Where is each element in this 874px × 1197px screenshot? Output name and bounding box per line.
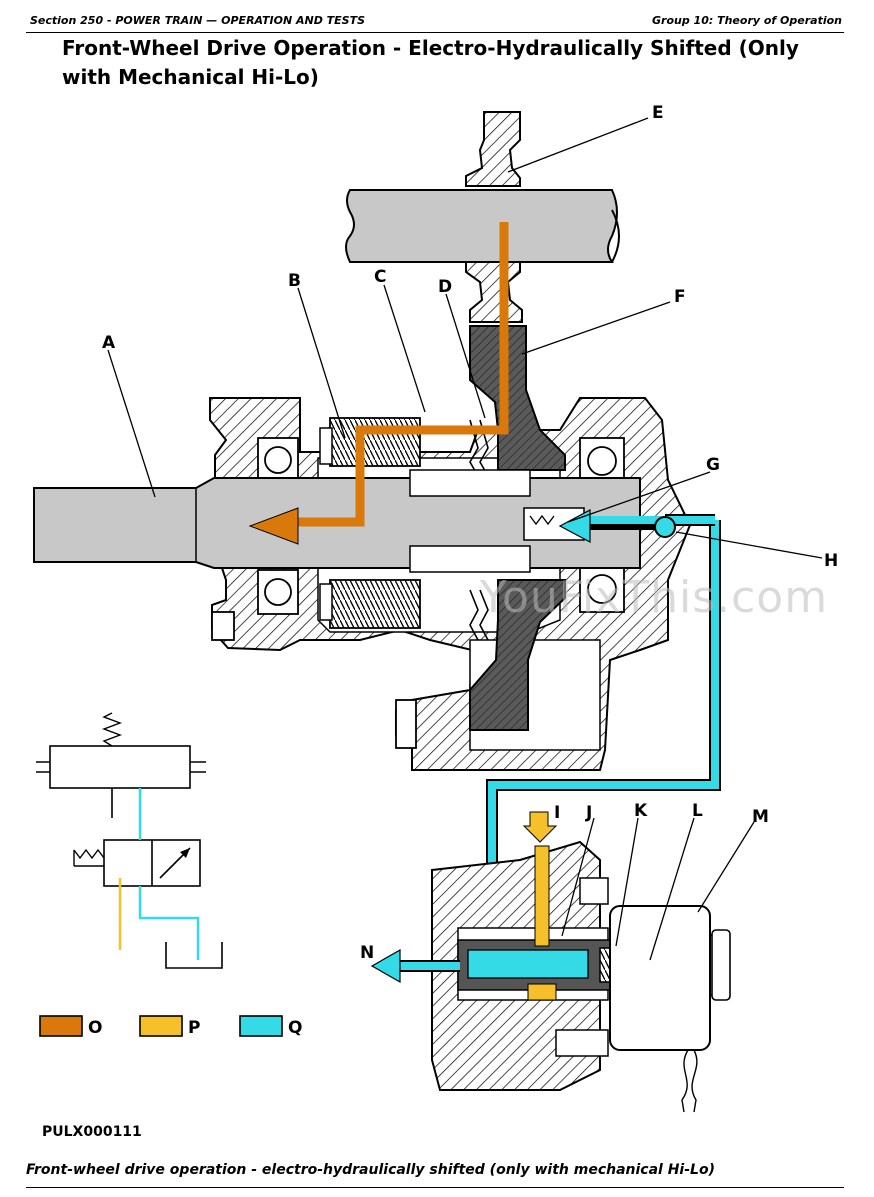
power-flow-path <box>248 222 509 545</box>
solenoid <box>609 905 711 1113</box>
leader-lines <box>107 117 823 961</box>
bearings <box>257 437 625 615</box>
legend-label-q: Q <box>288 1018 302 1038</box>
watermark: YouFixThis.com <box>480 572 829 623</box>
figure-caption: Front-wheel drive operation - electro-hy… <box>26 1162 715 1178</box>
callout-g: G <box>706 455 720 475</box>
footer-rule <box>26 1187 844 1188</box>
callout-d: D <box>438 277 452 297</box>
cross-shaft <box>345 189 620 263</box>
pilot-oil-line <box>522 811 558 1001</box>
legend-swatch-p <box>139 1015 183 1037</box>
driven-gear <box>469 325 566 731</box>
header-rule <box>26 32 844 33</box>
callout-m: M <box>752 807 769 827</box>
section-header: Section 250 - POWER TRAIN — OPERATION AN… <box>30 14 366 27</box>
drive-gear-stub <box>465 261 523 323</box>
legend: O P Q <box>39 1015 302 1038</box>
figure-id: PULX000111 <box>42 1124 142 1140</box>
callout-k: K <box>634 801 648 821</box>
callout-i: I <box>554 803 560 823</box>
legend-label-p: P <box>188 1018 200 1038</box>
page-title: Front-Wheel Drive Operation - Electro-Hy… <box>62 36 799 89</box>
drain-arrow <box>370 948 460 984</box>
callout-b: B <box>288 271 301 291</box>
legend-swatch-o <box>39 1015 83 1037</box>
callout-c: C <box>374 267 386 287</box>
group-header: Group 10: Theory of Operation <box>652 14 842 27</box>
callout-e: E <box>652 103 664 123</box>
callout-h: H <box>824 551 838 571</box>
callout-f: F <box>674 287 686 307</box>
callout-n: N <box>360 943 374 963</box>
callout-j: J <box>585 803 592 823</box>
callout-l: L <box>692 801 703 821</box>
callout-a: A <box>102 333 116 353</box>
valve-body <box>431 840 731 1091</box>
legend-swatch-q <box>239 1015 283 1037</box>
legend-label-o: O <box>88 1018 102 1038</box>
hydraulic-schematic <box>36 712 223 969</box>
housing-bolt <box>211 611 417 749</box>
input-shaft <box>465 111 521 187</box>
